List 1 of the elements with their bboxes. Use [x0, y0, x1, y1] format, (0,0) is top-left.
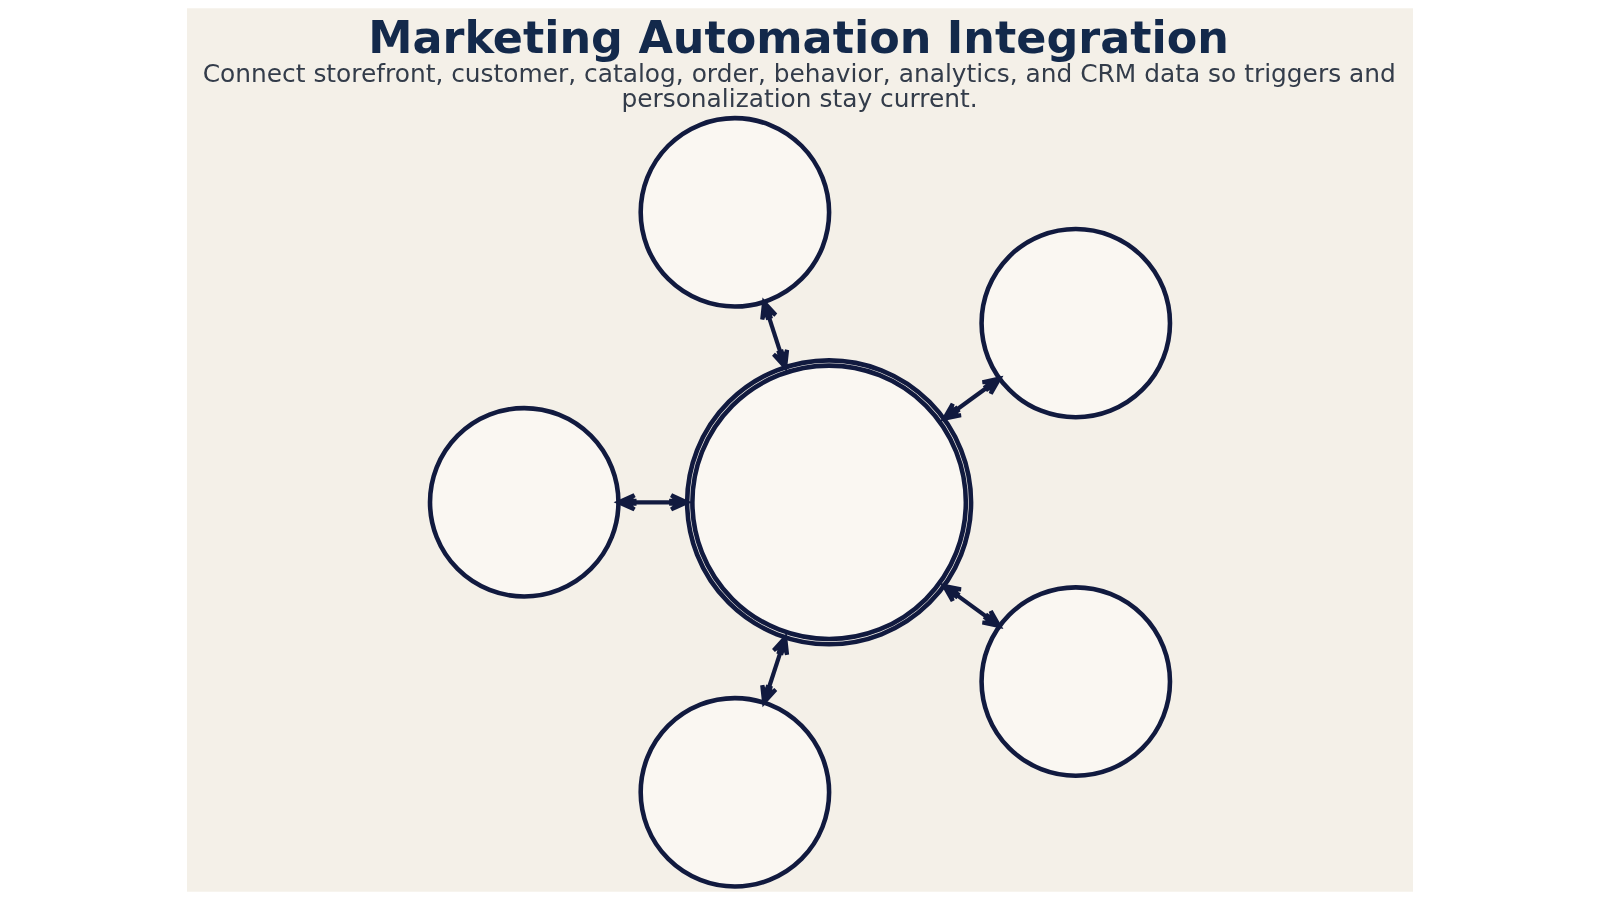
diagram-title: Marketing Automation Integration [368, 12, 1229, 63]
